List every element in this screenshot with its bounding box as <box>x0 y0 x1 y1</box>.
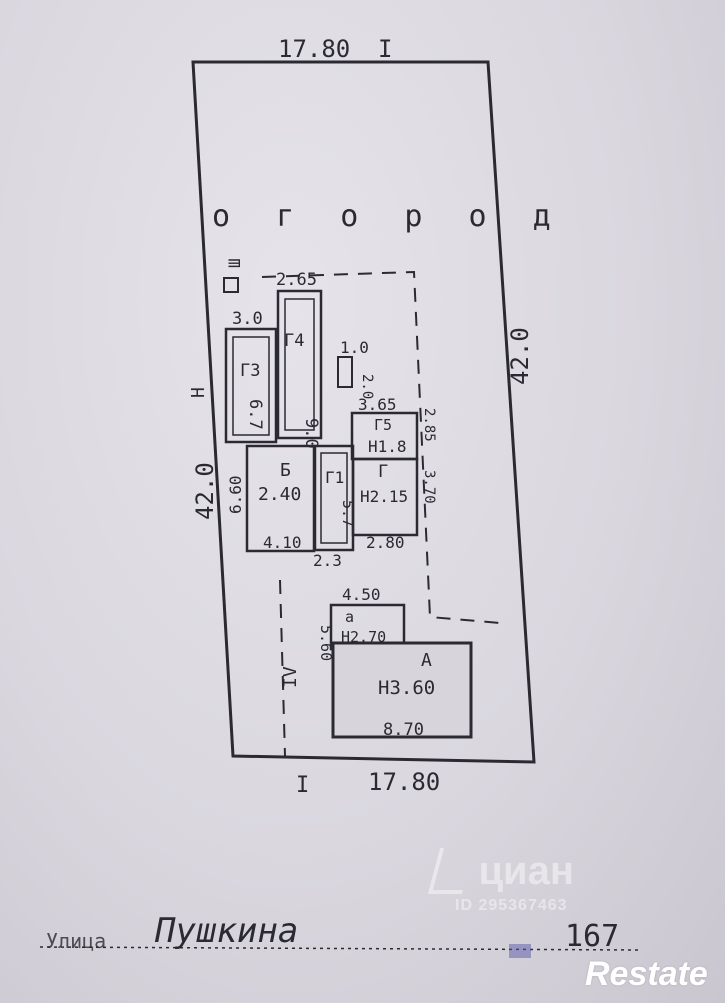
garden-label: о г о р о д <box>212 199 565 234</box>
street-underline <box>39 946 641 951</box>
plot-boundary <box>191 60 536 764</box>
g4-letter: Г4 <box>284 331 304 351</box>
a-height: Н3.60 <box>378 677 435 699</box>
b-letter: Б <box>280 460 291 481</box>
g3-letter: Г3 <box>240 361 260 381</box>
building-g1-inner <box>320 452 348 544</box>
bottom-marker-label: I <box>296 773 309 798</box>
g4-dim-side: 9.0 <box>301 418 321 449</box>
stamp-mark <box>509 944 531 958</box>
top-marker-label: I <box>378 35 392 63</box>
building-g3 <box>224 327 278 444</box>
small-outbuilding <box>337 356 353 388</box>
cian-icon <box>427 848 475 894</box>
b-dim-side: 6.60 <box>226 475 245 514</box>
g1-letter: Г1 <box>325 468 344 487</box>
street-marker-label: IV <box>280 666 301 688</box>
g5-letter: Г5 <box>374 416 392 434</box>
a-letter: А <box>421 650 432 671</box>
street-label: Улица <box>46 929 106 953</box>
cian-id: ID 295367463 <box>455 897 568 914</box>
dashed-street-line <box>279 579 286 757</box>
g5-dim-top: 3.65 <box>358 395 397 414</box>
restate-logo: Restate <box>585 955 708 994</box>
a-ext-height: Н2.70 <box>341 628 386 646</box>
small-shed <box>223 277 239 293</box>
b-dim-bottom: 4.10 <box>263 533 302 552</box>
g3-dim-top: 3.0 <box>232 309 263 329</box>
bottom-width-label: 17.80 <box>368 768 440 796</box>
building-g <box>351 457 419 537</box>
cian-text: циан <box>478 848 575 893</box>
right-length-label: 42.0 <box>506 327 534 385</box>
cian-watermark: циан <box>427 848 575 894</box>
left-length-label: 42.0 <box>191 462 219 520</box>
a-ext-dim-side: 5.60 <box>317 625 335 661</box>
shed-marker-label: Ш <box>225 258 244 268</box>
g-dim-bottom: 2.80 <box>366 533 405 552</box>
left-letter-label: Н <box>188 387 209 398</box>
top-width-label: 17.80 <box>278 35 350 63</box>
building-g4 <box>276 289 323 440</box>
g-dim-side: 3.70 <box>421 470 437 504</box>
g5-height: Н1.8 <box>368 437 407 456</box>
house-a <box>331 641 473 739</box>
g-height: Н2.15 <box>360 487 408 506</box>
house-number: 167 <box>565 919 619 954</box>
g-letter: Г <box>378 462 388 482</box>
a-ext-letter: а <box>345 608 354 626</box>
building-g3-inner <box>232 336 270 436</box>
street-name: Пушкина <box>154 911 298 951</box>
a-ext-dim-top: 4.50 <box>342 585 381 604</box>
restate-text: Restate <box>585 955 708 993</box>
dashed-boundary-line <box>261 270 501 624</box>
g4-dim-top: 2.65 <box>276 270 317 290</box>
g1-dim-bottom: 2.3 <box>313 551 342 570</box>
small-outbuilding-dim-top: 1.0 <box>340 338 369 357</box>
a-dim-bottom: 8.70 <box>383 720 424 740</box>
building-g4-inner <box>284 298 315 431</box>
g1-dim-side: 5.7 <box>339 500 357 527</box>
small-outbuilding-dim-side: 2.0 <box>359 374 375 399</box>
g5-dim-side: 2.85 <box>421 408 437 442</box>
g3-dim-side: 6.7 <box>245 399 265 430</box>
b-height: 2.40 <box>258 484 301 505</box>
